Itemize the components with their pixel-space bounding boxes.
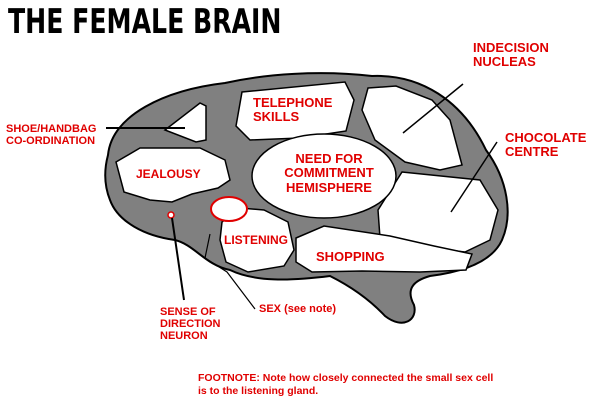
sex-cell xyxy=(210,196,248,222)
region-jealousy xyxy=(115,147,231,203)
callout-line-sex xyxy=(204,233,256,310)
page-title: THE FEMALE BRAIN xyxy=(8,2,282,42)
callout-line-indecision xyxy=(402,83,464,134)
jealousy-label: JEALOUSY xyxy=(136,167,201,181)
direction-neuron xyxy=(167,211,175,219)
region-shopping xyxy=(295,225,474,273)
callout-line-direction xyxy=(171,217,185,301)
chocolate-label: CHOCOLATE CENTRE xyxy=(505,130,587,160)
callout-line-chocolate xyxy=(450,141,498,213)
region-indecision xyxy=(361,85,463,171)
listening-label: LISTENING xyxy=(224,233,289,247)
region-commitment xyxy=(251,133,397,219)
telephone-label: TELEPHONE SKILLS xyxy=(253,95,333,125)
region-shoe xyxy=(163,102,207,143)
direction-label: SENSE OF DIRECTION NEURON xyxy=(160,306,221,343)
sex-label: SEX (see note) xyxy=(259,303,337,315)
shoe-label: SHOE/HANDBAG CO-ORDINATION xyxy=(6,123,97,148)
commitment-label: NEED FOR COMMITMENT HEMISPHERE xyxy=(284,151,374,195)
indecision-label: INDECISION NUCLEAS xyxy=(473,40,549,70)
shopping-label: SHOPPING xyxy=(316,249,385,264)
footnote: FOOTNOTE: Note how closely connected the… xyxy=(198,372,494,397)
region-listening xyxy=(219,207,295,273)
